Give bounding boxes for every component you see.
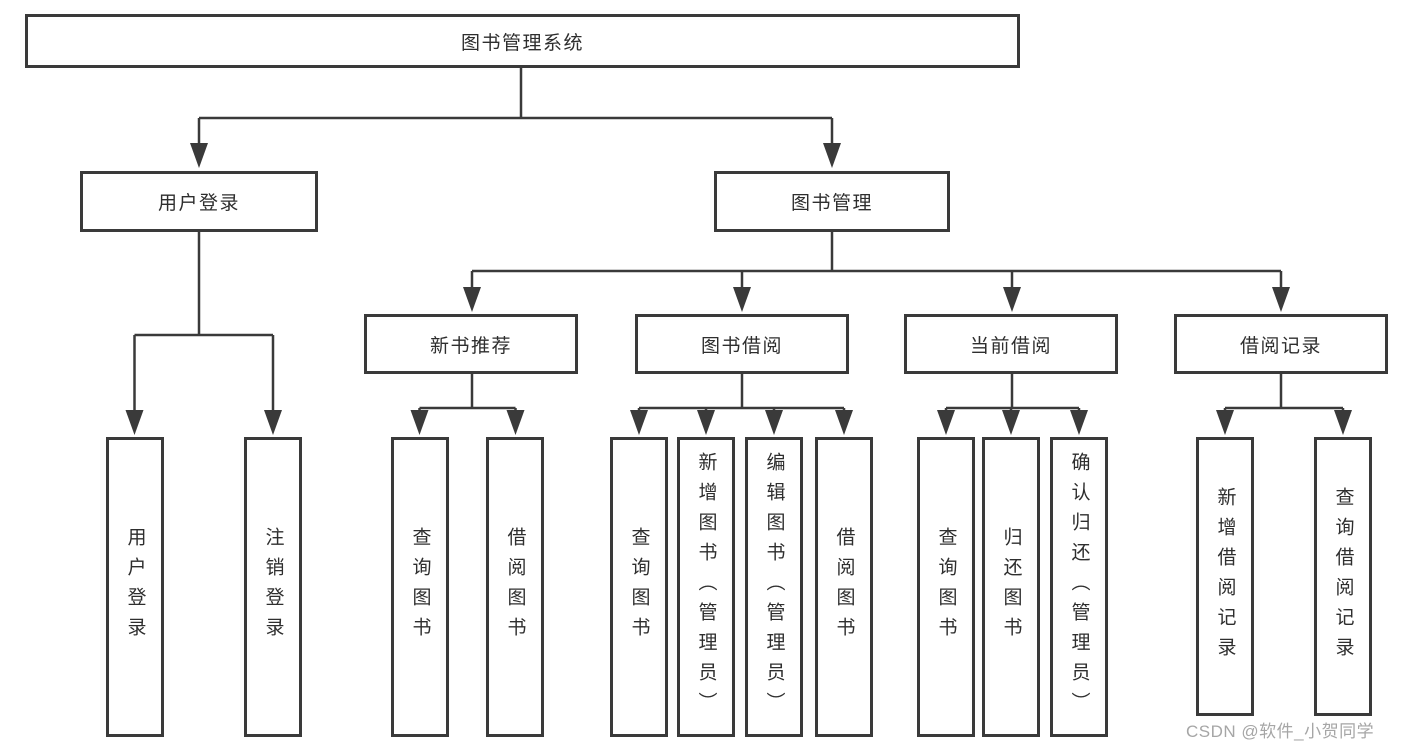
node-label: 图书管理 (790, 193, 873, 214)
arrowhead-icon (506, 410, 525, 435)
node-user-login: 用户登录 (80, 171, 318, 232)
arrowhead-icon (823, 143, 841, 168)
node-label: 当前借阅 (969, 335, 1052, 357)
node-label: 借阅记录 (1239, 335, 1322, 357)
arrowhead-icon (1002, 410, 1020, 435)
leaf-confirm-return-admin: 确认归还（管理员） (1050, 437, 1108, 737)
arrowhead-icon (1003, 287, 1021, 312)
arrowhead-icon (835, 410, 853, 435)
watermark: CSDN @软件_小贺同学 (1186, 722, 1375, 741)
node-new-book-recommend: 新书推荐 (364, 314, 578, 374)
leaf-query-books-current: 查询图书 (917, 437, 975, 737)
arrowhead-icon (765, 410, 783, 435)
leaf-label: 查询图书 (628, 527, 650, 647)
leaf-label: 确认归还（管理员） (1068, 452, 1090, 722)
leaf-label: 查询图书 (935, 527, 957, 647)
connector-bookmgmt-to-level3 (470, 232, 1283, 298)
node-label: 用户登录 (157, 193, 240, 214)
leaf-user-login: 用户登录 (106, 437, 164, 737)
connector-root-to-level2 (197, 68, 834, 152)
leaf-borrow-books-recommend: 借阅图书 (486, 437, 544, 737)
leaf-add-book-admin: 新增图书（管理员） (677, 437, 735, 737)
arrowhead-icon (697, 410, 715, 435)
leaf-label: 借阅图书 (504, 527, 526, 647)
arrowhead-icon (410, 410, 429, 435)
leaf-label: 归还图书 (1000, 527, 1022, 647)
arrowhead-icon (630, 410, 648, 435)
node-book-borrowing: 图书借阅 (635, 314, 849, 374)
arrowhead-icon (264, 410, 282, 435)
arrowhead-icon (463, 287, 481, 312)
leaf-logout: 注销登录 (244, 437, 302, 737)
leaf-label: 新增借阅记录 (1214, 486, 1236, 667)
node-label: 图书借阅 (700, 335, 783, 357)
arrowhead-icon (190, 143, 208, 168)
arrowhead-icon (733, 287, 751, 312)
leaf-borrow-books: 借阅图书 (815, 437, 873, 737)
leaf-edit-book-admin: 编辑图书（管理员） (745, 437, 803, 737)
leaf-label: 查询图书 (409, 527, 431, 647)
leaf-query-books-recommend: 查询图书 (391, 437, 449, 737)
connector-newbook-to-leaves (418, 374, 517, 420)
leaf-return-book: 归还图书 (982, 437, 1040, 737)
connector-bookborrow-to-leaves (637, 374, 846, 420)
connector-userlogin-to-leaves (133, 232, 275, 420)
connector-borrowrecords-to-leaves (1223, 374, 1345, 420)
leaf-query-books-borrow: 查询图书 (610, 437, 668, 737)
leaf-label: 新增图书（管理员） (695, 452, 717, 722)
leaf-label: 用户登录 (124, 527, 146, 647)
leaf-label: 编辑图书（管理员） (763, 452, 785, 722)
arrowhead-icon (125, 410, 144, 435)
leaf-label: 注销登录 (262, 527, 284, 647)
arrowhead-icon (937, 410, 955, 435)
arrowhead-icon (1216, 410, 1234, 435)
arrowhead-icon (1272, 287, 1290, 312)
arrowhead-icon (1334, 410, 1352, 435)
node-label: 新书推荐 (429, 335, 512, 357)
leaf-label: 借阅图书 (833, 527, 855, 647)
leaf-add-borrow-record: 新增借阅记录 (1196, 437, 1254, 716)
arrowhead-icon (1070, 410, 1088, 435)
node-label: 图书管理系统 (460, 32, 584, 54)
node-library-management-system: 图书管理系统 (25, 14, 1020, 68)
node-book-management: 图书管理 (714, 171, 950, 232)
node-borrowing-records: 借阅记录 (1174, 314, 1388, 374)
leaf-label: 查询借阅记录 (1332, 486, 1354, 667)
node-current-borrowing: 当前借阅 (904, 314, 1118, 374)
leaf-query-borrow-record: 查询借阅记录 (1314, 437, 1372, 716)
